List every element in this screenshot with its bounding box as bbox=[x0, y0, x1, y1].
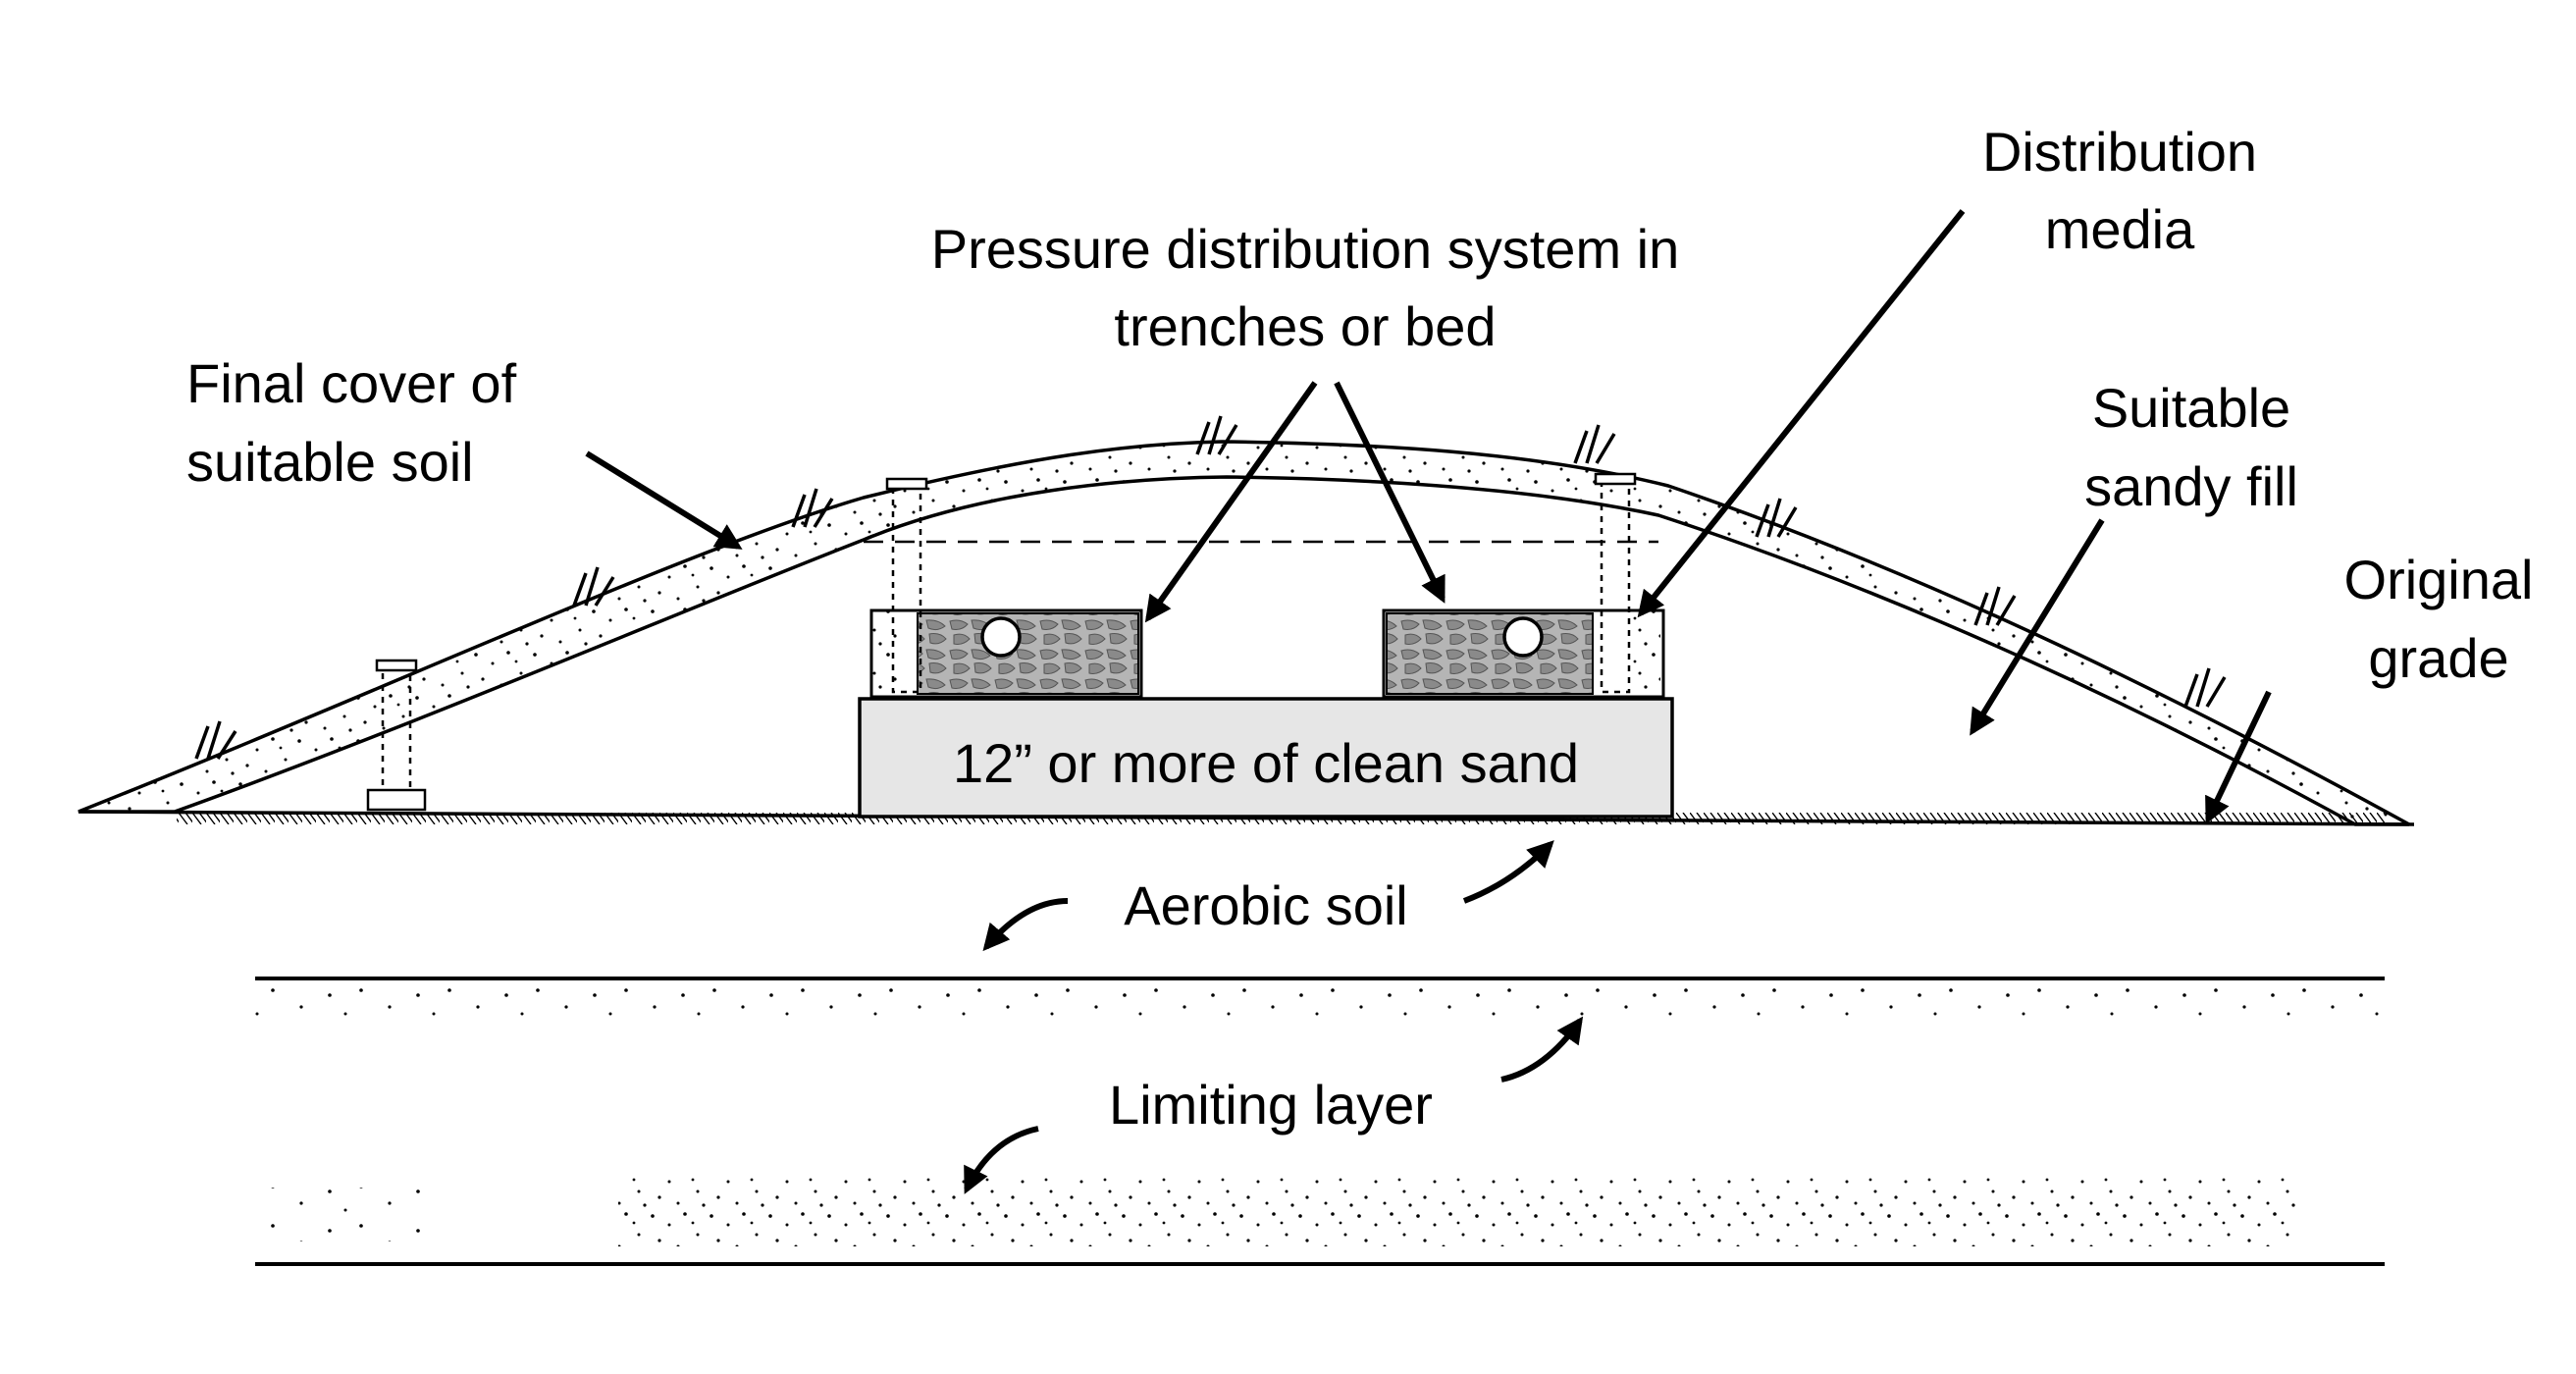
clean-sand-label: 12” or more of clean sand bbox=[953, 732, 1579, 794]
limiting-layer-band bbox=[255, 1178, 2385, 1266]
distribution-media-label-2: media bbox=[2045, 198, 2195, 260]
arrow-icon bbox=[1144, 381, 1318, 623]
aerobic-soil-band bbox=[250, 977, 2390, 1018]
arrow-icon bbox=[1637, 209, 1966, 618]
arrow-icon bbox=[1970, 518, 2105, 736]
original-grade-label-1: Original bbox=[2344, 549, 2534, 610]
sandy-fill-label-1: Suitable bbox=[2092, 377, 2290, 439]
inspection-pipe-icon bbox=[1594, 472, 1637, 694]
arrow-icon bbox=[1500, 1016, 1584, 1083]
pressure-system-label-1: Pressure distribution system in bbox=[931, 218, 1680, 280]
arrow-icon bbox=[585, 450, 743, 550]
clean-sand-box: 12” or more of clean sand bbox=[858, 697, 1674, 819]
grass-tuft-icon bbox=[194, 415, 2227, 760]
aerobic-soil-label: Aerobic soil bbox=[1124, 874, 1407, 936]
pressure-system-label-2: trenches or bed bbox=[1114, 295, 1496, 357]
arrow-icon bbox=[1462, 840, 1554, 904]
distribution-media-label-1: Distribution bbox=[1982, 121, 2257, 183]
final-cover-label-2: suitable soil bbox=[186, 431, 474, 493]
distribution-pipe-icon bbox=[980, 616, 1022, 658]
arrow-icon bbox=[982, 898, 1069, 952]
sandy-fill-label-2: sandy fill bbox=[2084, 455, 2298, 517]
distribution-pipe-icon bbox=[1502, 616, 1544, 658]
final-cover-label-1: Final cover of bbox=[186, 352, 517, 414]
limiting-layer-label: Limiting layer bbox=[1109, 1074, 1433, 1136]
arrow-icon bbox=[1334, 381, 1446, 604]
arrow-icon bbox=[2205, 690, 2272, 824]
left-distribution-media bbox=[917, 612, 1139, 695]
inspection-pipe-icon bbox=[885, 477, 928, 694]
inspection-pipe-icon bbox=[366, 659, 427, 812]
right-trench bbox=[1382, 608, 1665, 699]
right-distribution-media bbox=[1386, 612, 1594, 695]
left-trench bbox=[869, 608, 1143, 699]
original-grade-label-2: grade bbox=[2368, 627, 2508, 689]
arrow-icon bbox=[964, 1126, 1039, 1194]
